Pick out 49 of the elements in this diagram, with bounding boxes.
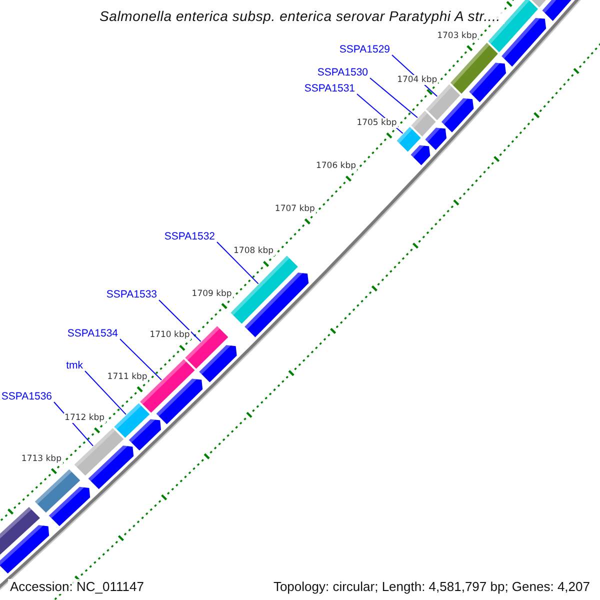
gene-segment	[230, 256, 298, 324]
scale-label: 1712 kbp	[64, 412, 106, 423]
gene-label: SSPA1534	[67, 328, 118, 340]
gene-segment	[426, 84, 460, 120]
cds-feature	[442, 98, 474, 132]
cds-feature	[88, 446, 134, 490]
leader-line	[216, 242, 259, 284]
cds-feature	[425, 128, 446, 150]
gene-label: tmk	[66, 360, 83, 372]
scale-label: 1707 kbp	[274, 204, 316, 214]
leader-line	[84, 370, 126, 415]
gene-label: SSPA1530	[317, 66, 368, 80]
scale-label: 1703 kbp	[436, 30, 478, 41]
gene-label: SSPA1533	[106, 288, 157, 302]
scale-label: 1711 kbp	[106, 372, 148, 382]
scale-label: 1706 kbp	[314, 161, 358, 172]
gene-segment	[114, 403, 150, 438]
scale-label: 1713 kbp	[20, 454, 62, 464]
gene-segment	[532, 0, 546, 8]
cds-feature	[410, 145, 430, 166]
gene-label: SSPA1529	[339, 44, 390, 56]
gene-label: SSPA1532	[164, 230, 215, 244]
map-info-text: Accession: NC_011147	[8, 579, 146, 594]
scale-label: 1710 kbp	[148, 330, 191, 340]
gene-label: SSPA1536	[1, 390, 52, 404]
gene-segment	[411, 110, 436, 136]
map-info-text: Topology: circular; Length: 4,581,797 bp; Genes: 4,207	[271, 579, 592, 594]
gene-segment	[396, 126, 421, 152]
leader-line	[370, 78, 418, 118]
cds-feature	[156, 378, 203, 424]
scale-label: 1705 kbp	[356, 118, 398, 128]
cds-feature	[0, 525, 50, 574]
scale-label: 1704 kbp	[396, 74, 438, 85]
leader-line	[158, 300, 202, 342]
scale-label: 1708 kbp	[232, 246, 275, 256]
cds-feature	[128, 419, 161, 450]
cds-feature	[542, 0, 572, 21]
leader-line	[120, 338, 162, 381]
cds-feature	[48, 486, 90, 526]
gene-segment	[450, 42, 498, 94]
cds-feature	[469, 62, 506, 102]
gene-segment	[74, 428, 124, 476]
cds-feature	[502, 18, 546, 67]
gene-segment	[34, 469, 80, 513]
cds-feature	[244, 272, 309, 338]
gene-segment	[0, 507, 40, 555]
gene-label: SSPA1531	[304, 82, 355, 96]
scale-label: 1709 kbp	[190, 288, 233, 299]
cds-feature	[199, 345, 237, 382]
